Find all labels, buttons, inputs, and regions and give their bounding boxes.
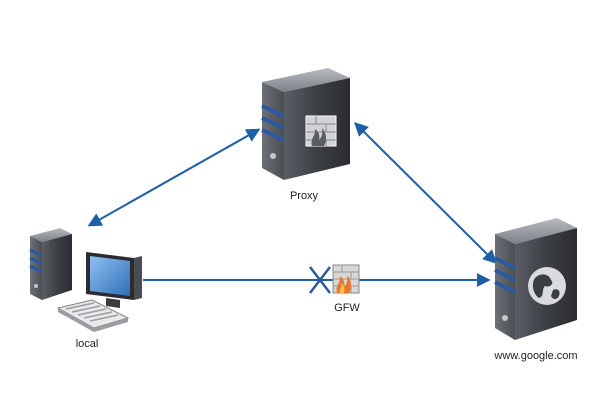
proxy-label: Proxy	[290, 190, 319, 202]
local-label: local	[76, 338, 99, 350]
edges	[87, 122, 497, 287]
edge-local-proxy	[87, 128, 261, 227]
block-mark-icon	[309, 266, 331, 294]
google-label: www.google.com	[493, 350, 577, 362]
gfw-label: GFW	[334, 302, 360, 314]
edge-proxy-google	[354, 122, 497, 264]
firewall-icon	[332, 264, 360, 294]
workstation-icon	[29, 228, 142, 332]
web-server-icon	[494, 218, 577, 340]
proxy-server-icon	[261, 68, 350, 180]
